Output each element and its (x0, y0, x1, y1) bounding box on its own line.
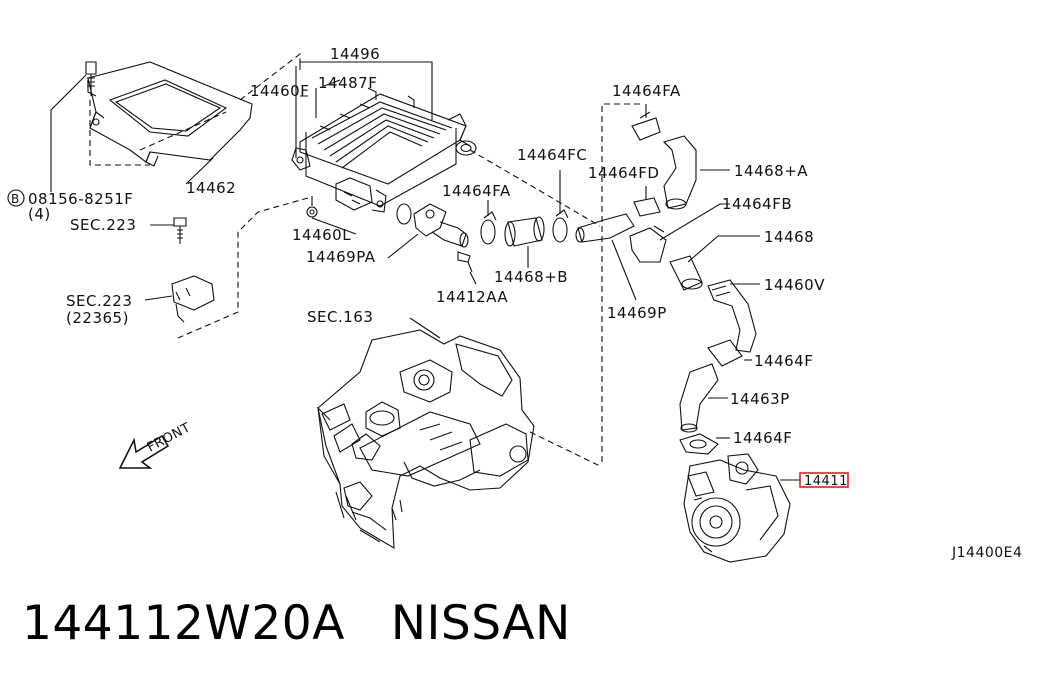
hose-14463P (679, 363, 719, 433)
label-sec223-b: SEC.223 (66, 292, 132, 310)
clamp-14464FD (633, 197, 661, 217)
pipe-14469PA (413, 203, 469, 248)
clamp-14464FA-right (631, 111, 661, 141)
label-14464FD: 14464FD (588, 164, 659, 182)
hose-14468 (669, 255, 703, 291)
label-14464F-b: 14464F (733, 429, 792, 447)
label-14496: 14496 (330, 45, 380, 63)
leader-14462 (185, 157, 214, 185)
sensor-sec223 (171, 275, 215, 323)
label-14464FA-right: 14464FA (612, 82, 681, 100)
front-arrow (118, 434, 170, 469)
label-ref-code: J14400E4 (951, 545, 1022, 561)
intercooler-dashes-right (469, 149, 601, 227)
label-14464FB: 14464FB (722, 195, 792, 213)
part-number: 144112W20A (22, 596, 345, 651)
label-14460F: 14460F (250, 82, 309, 100)
label-14469PA: 14469PA (306, 248, 376, 266)
bracket-dashes (177, 197, 309, 339)
label-14468B: 14468+B (494, 268, 568, 286)
leader-bolt (50, 74, 87, 192)
footer-caption: 144112W20A NISSAN (22, 596, 571, 651)
heat-shield-dashes (89, 100, 227, 166)
turbocharger (683, 453, 791, 563)
label-14462: 14462 (186, 179, 236, 197)
bracket-14496 (299, 61, 433, 120)
leader-14460L (311, 217, 357, 235)
clamp-14464F-a (707, 339, 743, 367)
leader-14460F (295, 66, 308, 158)
leader-14469P (611, 239, 637, 301)
heat-shield-plate (87, 61, 253, 167)
label-14468A: 14468+A (734, 162, 808, 180)
hose-14468B (504, 216, 545, 247)
leader-14468 (687, 235, 760, 263)
label-sec223-a: SEC.223 (70, 216, 136, 234)
label-14460L: 14460L (292, 226, 351, 244)
leader-14412AA (469, 271, 477, 285)
leader-14464FB (659, 203, 730, 241)
gasket-14464F-b (679, 433, 719, 455)
bolt-sec223 (173, 217, 187, 244)
hose-14468A (662, 135, 697, 210)
label-sec163: SEC.163 (307, 308, 373, 326)
label-14468: 14468 (764, 228, 814, 246)
label-14411: 14411 (804, 474, 848, 489)
label-14460V: 14460V (764, 276, 825, 294)
label-14464FC: 14464FC (517, 146, 587, 164)
label-14487F: 14487F (318, 74, 377, 92)
brand-name: NISSAN (390, 596, 571, 651)
label-14464F-a: 14464F (754, 352, 813, 370)
label-bolt-part: 08156-8251F (28, 190, 133, 208)
label-14412AA: 14412AA (436, 288, 508, 306)
intercooler-core (291, 87, 477, 213)
bolt-14412AA (457, 251, 473, 273)
right-column-dashes (601, 103, 640, 466)
label-bolt-qty: (4) (28, 205, 51, 223)
label-bolt-b: B (11, 192, 20, 206)
engine-block (317, 329, 535, 549)
intercooler-dashes-top (239, 52, 301, 101)
engine-turbo-dashes (529, 431, 601, 467)
leader-sec223b (144, 295, 173, 301)
leader-14487F (315, 79, 341, 118)
label-sec223-b-sub: (22365) (66, 309, 129, 327)
label-14464FA-left: 14464FA (442, 182, 511, 200)
highlight-box-14411 (799, 472, 849, 488)
bolt-08156 (85, 61, 97, 96)
label-14463P: 14463P (730, 390, 790, 408)
pipe-14469P (575, 213, 635, 243)
bolt-b-circle (7, 189, 25, 207)
clamp-14464FC (552, 209, 569, 243)
hose-14460V (707, 279, 757, 353)
label-front: FRONT (145, 420, 193, 455)
nut-14460L (306, 196, 318, 218)
label-14469P: 14469P (607, 304, 667, 322)
leader-sec163 (409, 317, 441, 339)
leader-14469PA (387, 233, 419, 259)
clamp-14464FB (629, 225, 667, 263)
clamp-14464FA-left (480, 211, 497, 245)
o-ring (396, 203, 412, 225)
